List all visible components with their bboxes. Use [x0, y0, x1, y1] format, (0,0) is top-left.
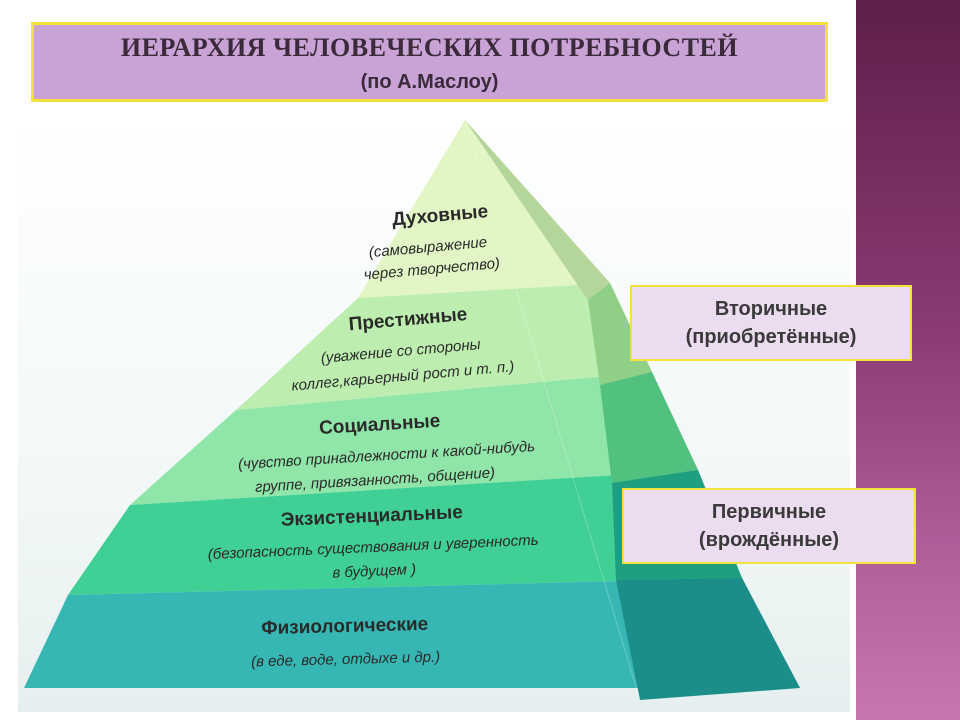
level-1-side [465, 120, 610, 300]
secondary-label-line-2: (приобретённые) [685, 326, 857, 348]
primary-needs-label: Первичные (врождённые) [622, 488, 916, 564]
level-2-front [236, 283, 652, 410]
secondary-needs-label: Вторичные (приобретённые) [630, 285, 912, 361]
diagram-title: ИЕРАРХИЯ ЧЕЛОВЕЧЕСКИХ ПОТРЕБНОСТЕЙ [120, 33, 739, 62]
primary-label-line-1: Первичные [711, 501, 827, 523]
pyramid-ridge [464, 119, 641, 701]
level-5-desc-1: (в еде, воде, отдыхе и др.) [251, 649, 440, 671]
level-3-side [600, 372, 698, 483]
title-banner: ИЕРАРХИЯ ЧЕЛОВЕЧЕСКИХ ПОТРЕБНОСТЕЙ (по А… [31, 22, 828, 102]
primary-label-line-2: (врождённые) [698, 529, 840, 551]
level-4-desc-2: в будущем ) [332, 561, 416, 582]
level-1-front [358, 120, 610, 298]
level-5-name: Физиологические [261, 614, 428, 639]
level-5-front [24, 578, 800, 688]
level-5-side [616, 578, 800, 700]
secondary-label-line-1: Вторичные [714, 298, 828, 320]
level-4-front [68, 470, 742, 595]
diagram-subtitle: (по А.Маслоу) [360, 71, 499, 93]
level-3-front [130, 372, 698, 505]
